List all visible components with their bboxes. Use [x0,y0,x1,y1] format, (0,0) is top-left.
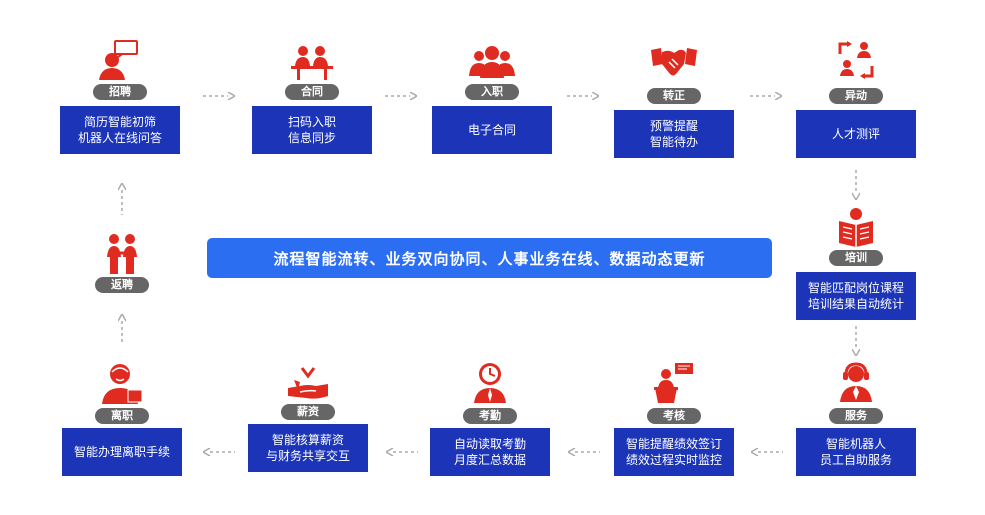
box-line: 培训结果自动统计 [807,297,904,311]
summary-banner: 流程智能流转、业务双向协同、人事业务在线、数据动态更新 [207,238,772,278]
node-label: 薪资 [281,404,335,420]
node-label: 考勤 [463,408,517,424]
node-label: 入职 [465,84,519,100]
box-line: 预警提醒 [649,119,698,133]
node-label: 服务 [829,408,883,424]
arrow-left [751,448,783,456]
node-box: 智能机器人 员工自助服务 [796,428,916,476]
node-box: 自动读取考勤 月度汇总数据 [430,428,550,476]
node-label: 培训 [829,250,883,266]
arrow-left [386,448,418,456]
leaving-person-icon [102,364,143,404]
node-box: 智能核算薪资 与财务共享交互 [248,424,368,472]
box-line: 与财务共享交互 [265,449,350,463]
box-line: 简历智能初筛 [83,115,156,129]
arrow-down [852,170,860,200]
box-line: 自动读取考勤 [453,437,526,451]
box-line: 绩效过程实时监控 [625,453,722,467]
node-label: 考核 [647,408,701,424]
headset-agent-icon [840,362,872,402]
arrow-up [118,183,126,215]
box-line: 智能核算薪资 [271,433,344,447]
box-line: 电子合同 [467,123,516,137]
node-label: 合同 [285,84,339,100]
handshake-icon [651,48,697,76]
arrow-left [568,448,600,456]
node-box: 预警提醒 智能待办 [614,110,734,158]
box-line: 智能待办 [649,135,698,149]
arrow-down [852,326,860,356]
people-group-icon [469,46,515,78]
box-line: 月度汇总数据 [453,453,526,467]
node-label: 招聘 [93,84,147,100]
reading-book-icon [839,208,873,247]
box-line: 机器人在线问答 [77,131,162,145]
arrow-right [750,92,782,100]
arrow-right [203,92,235,100]
arrow-right [385,92,417,100]
box-line: 智能提醒绩效签订 [625,437,722,451]
node-box: 人才测评 [796,110,916,158]
box-line: 智能办理离职手续 [73,445,170,459]
node-box: 智能提醒绩效签订 绩效过程实时监控 [614,428,734,476]
node-box: 扫码入职 信息同步 [252,106,372,154]
node-box: 简历智能初筛 机器人在线问答 [60,106,180,154]
arrow-left [203,448,235,456]
box-line: 信息同步 [287,131,336,145]
box-line: 人才测评 [831,127,880,141]
box-line: 扫码入职 [287,115,336,129]
node-label: 转正 [647,88,701,104]
box-line: 智能匹配岗位课程 [807,281,904,295]
node-box: 电子合同 [432,106,552,154]
contract-signing-icon [291,46,333,80]
transfer-arrows-icon [838,41,874,79]
arrow-up [118,314,126,344]
node-box: 智能匹配岗位课程 培训结果自动统计 [796,272,916,320]
node-label: 返聘 [95,277,149,293]
clock-person-icon [474,363,506,403]
node-box: 智能办理离职手续 [62,428,182,476]
two-people-icon [107,234,137,274]
arrow-right [567,92,599,100]
box-line: 智能机器人 [825,437,886,451]
recruit-chat-icon [99,40,138,80]
node-label: 异动 [829,88,883,104]
podium-speaker-icon [654,363,693,403]
box-line: 员工自助服务 [819,453,892,467]
hand-money-icon [288,367,328,399]
node-label: 离职 [95,408,149,424]
